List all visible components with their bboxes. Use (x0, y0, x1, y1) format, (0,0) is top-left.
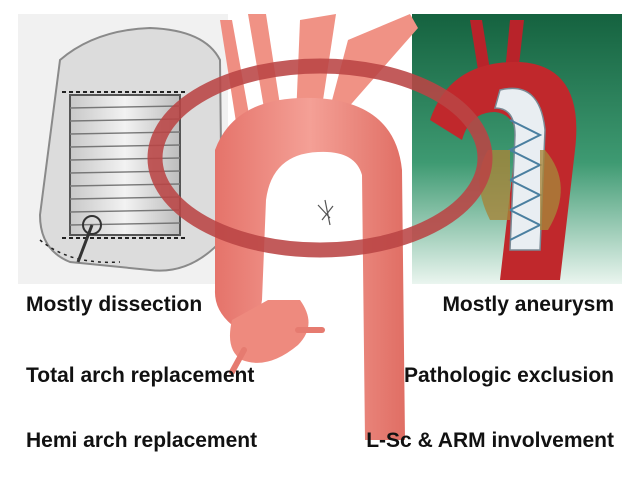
stent-graft-panel (412, 14, 622, 284)
highlight-ellipse (147, 58, 493, 258)
label-mostly-aneurysm: Mostly aneurysm (442, 293, 614, 316)
label-mostly-dissection: Mostly dissection (26, 293, 203, 316)
label-hemi-arch-replacement: Hemi arch replacement (26, 429, 258, 452)
label-pathologic-exclusion: Pathologic exclusion (403, 364, 614, 387)
central-aorta (214, 14, 418, 441)
label-total-arch-replacement: Total arch replacement (26, 364, 255, 387)
label-lsc-arm-involvement: L-Sc & ARM involvement (366, 429, 614, 452)
hemi-arch-sketch (18, 14, 228, 284)
